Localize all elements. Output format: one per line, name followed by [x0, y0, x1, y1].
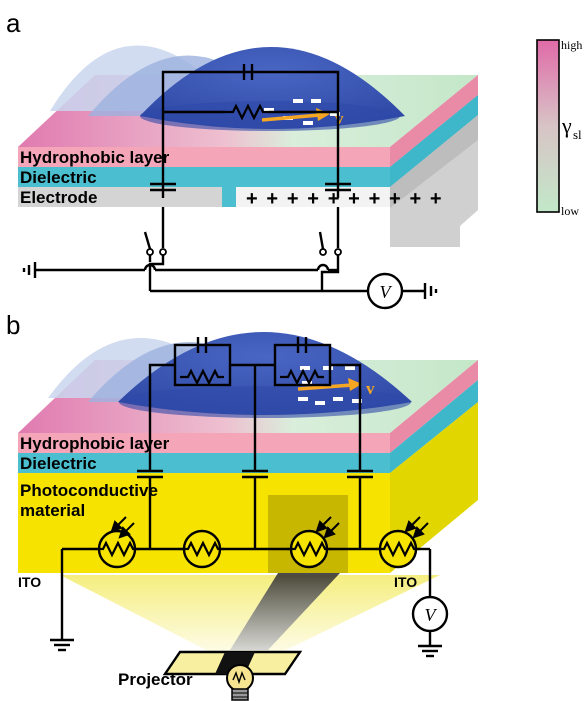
gamma-subscript: sl — [573, 127, 582, 142]
label-dielectric-b: Dielectric — [20, 454, 97, 473]
label-ito-right: ITO — [394, 574, 417, 590]
light-arrows — [110, 516, 429, 539]
circuit-b: V — [50, 337, 449, 658]
photoresistor-3 — [285, 529, 333, 569]
scale-high-label: high — [561, 38, 582, 52]
hydrophobic-layer-a — [18, 147, 390, 167]
label-hydrophobic-a: Hydrophobic layer — [20, 148, 170, 167]
scale-low-label: low — [561, 204, 579, 218]
dielectric-layer-b — [18, 453, 390, 473]
hydrophobic-layer-b — [18, 433, 390, 453]
panel-a: a v — [6, 8, 478, 310]
velocity-label-a: v — [335, 109, 344, 128]
label-hydrophobic-b: Hydrophobic layer — [20, 434, 170, 453]
label-photoconductive-2: material — [20, 501, 85, 520]
panel-b: b — [6, 310, 478, 701]
photoresistor-1 — [93, 529, 141, 569]
label-ito-left: ITO — [18, 574, 41, 590]
label-electrode-a: Electrode — [20, 188, 97, 207]
label-projector: Projector — [118, 670, 193, 689]
dielectric-layer-a — [18, 167, 390, 187]
gamma-symbol: γ — [561, 113, 572, 138]
circuit-a: V — [22, 64, 438, 310]
velocity-label-b: v — [366, 379, 375, 398]
gamma-color-scale: high low γ sl — [536, 38, 582, 218]
velocity-arrow-b: v — [297, 378, 375, 398]
voltmeter-label-a: V — [380, 282, 393, 302]
electrode-charges: + + + + + + + + + + — [246, 188, 443, 210]
color-bar — [536, 39, 560, 213]
photoresistor-4 — [374, 529, 422, 569]
projector: Projector — [118, 650, 303, 701]
panel-b-label: b — [6, 310, 20, 340]
panel-a-label: a — [6, 8, 21, 38]
label-photoconductive-1: Photoconductive — [20, 481, 158, 500]
label-dielectric-a: Dielectric — [20, 168, 97, 187]
projector-beam — [230, 573, 340, 650]
voltmeter-label-b: V — [425, 605, 438, 625]
photoresistor-2 — [178, 529, 226, 569]
negative-charges-b — [298, 366, 362, 405]
